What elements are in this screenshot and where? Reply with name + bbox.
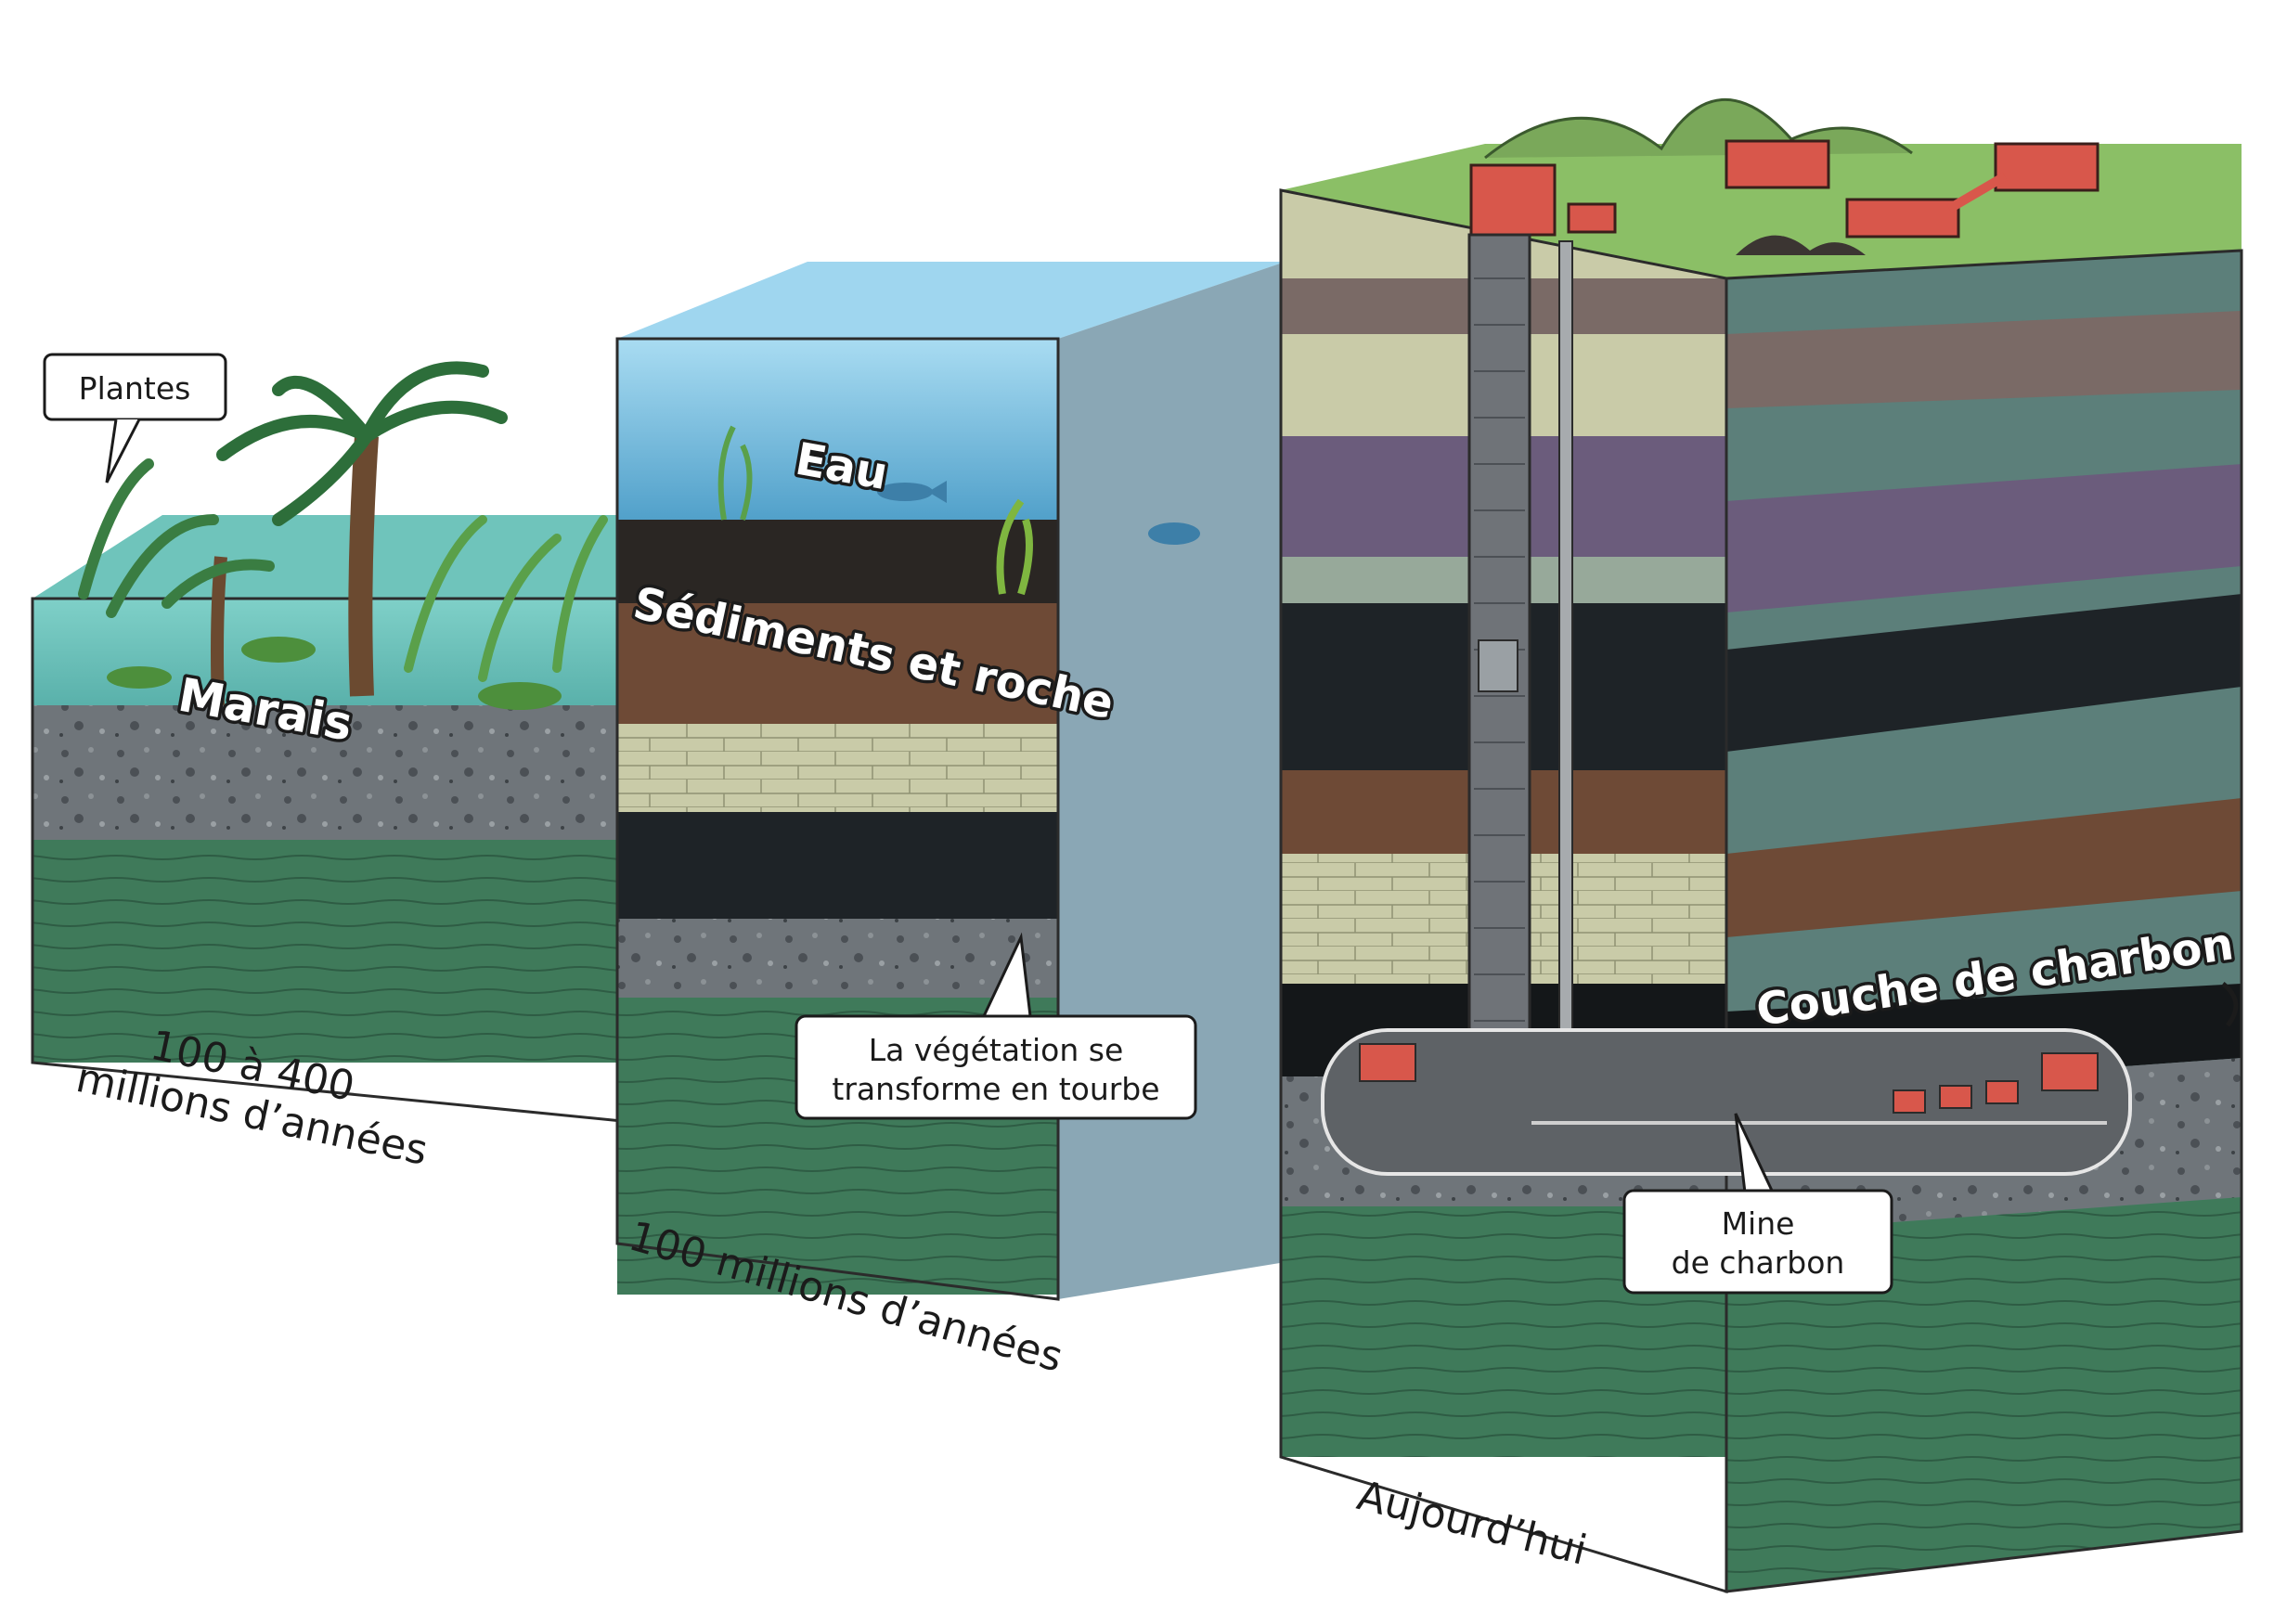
mine-tunnel <box>1321 1028 2132 1176</box>
sea-sandstone-layer <box>617 724 1058 817</box>
sea-water-layer <box>617 339 1058 524</box>
sea-brown-layer <box>617 603 1058 733</box>
sea-top <box>617 262 1286 339</box>
sea-dark-layer <box>617 520 1058 608</box>
plantes-callout: Plantes <box>43 353 227 483</box>
sea-gravel-layer <box>617 919 1058 1002</box>
sea-side <box>1058 262 1286 1299</box>
tourbe-callout: La végétation se transforme en tourbe <box>795 932 1197 1120</box>
swamp-block <box>31 361 705 1125</box>
tourbe-label-line1: La végétation se <box>869 1032 1124 1068</box>
era3-caption: Aujourd’hui <box>1352 1472 1591 1575</box>
plantes-label: Plantes <box>79 370 191 406</box>
mine-shaft <box>1467 233 1573 1169</box>
sea-block <box>615 262 1286 1301</box>
swamp-rock-layer <box>32 840 640 1063</box>
mine-label-line1: Mine <box>1722 1205 1795 1242</box>
mine-callout: Mine de charbon <box>1622 1113 1893 1295</box>
today-block <box>1279 97 2243 1594</box>
tourbe-label-line2: transforme en tourbe <box>832 1071 1159 1107</box>
sea-life <box>717 425 1200 596</box>
mine-label-line2: de charbon <box>1672 1244 1845 1281</box>
swamp-gravel-layer <box>32 705 640 844</box>
arrow-icon <box>2221 982 2239 1027</box>
swamp-plants <box>78 361 608 710</box>
mine-buildings <box>1469 139 2100 255</box>
